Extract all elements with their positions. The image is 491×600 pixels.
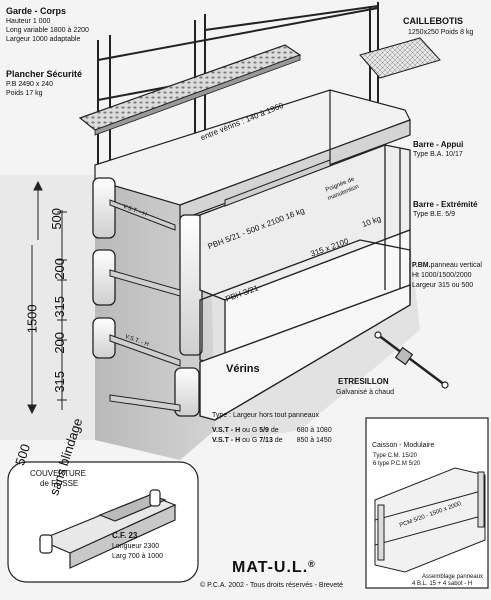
etresillon-title: ETRESILLON [338,377,389,386]
verins-row-name: V.S.T - H [212,437,241,444]
pbm-line: Ht 1000/1500/2000 [412,272,472,279]
lower-panel [199,283,411,421]
grating [359,37,441,79]
safety-plank [78,44,302,136]
brand-logo: MAT-U.L.® [232,559,316,577]
etresillon-line: Galvanisé à chaud [336,389,394,396]
caisson-line: Type C.M. 15/20 [373,453,418,459]
dim-200: 200 [52,257,68,280]
garde-corps-line: Largeur 1000 adaptable [6,36,81,43]
caisson-line: 6 type P.C.M 5/20 [373,461,421,467]
verins-row-code: 5/9 [259,427,269,434]
brand-name: MAT-U.L. [232,559,309,576]
pbm-line: Largeur 315 ou 500 [412,282,474,289]
plancher-line: Poids 17 kg [6,90,43,97]
verins-row-mid: ou G [240,427,260,434]
garde-corps-line: Hauteur 1 000 [6,18,51,25]
verins-row-de: de [268,427,279,434]
barre-extremite-title: Barre - Extrémité [413,200,478,209]
barre-appui-title: Barre - Appui [413,140,464,149]
barre-extremite-line: Type B.E. 5/9 [413,211,456,218]
assemblage-line: 4 B.L. 15 + 4 sabot - H [412,581,473,587]
caillebotis-line: 1250x250 Poids 8 kg [408,29,474,36]
verins-row-code: 7/13 [259,437,273,444]
pbm-line: panneau vertical [430,262,482,269]
caisson-drawing [374,467,486,573]
cf23-line: Larg 700 à 1000 [112,553,163,560]
barre-appui-line: Type B.A. 10/17 [413,151,463,158]
verins-row: V.S.T - H ou G 7/13 de 850 à 1450 [212,437,332,444]
verins-type-line: Type : Largeur hors tout panneaux [212,412,320,419]
dim-315: 315 [52,295,68,318]
struts [109,159,331,412]
garde-corps-line: Long variable 1800 à 2200 [6,27,89,34]
dim-500: 500 [49,207,65,230]
verins-row-de: de [272,437,283,444]
caillebotis-title: CAILLEBOTIS [403,16,463,26]
dim-315: 315 [52,370,68,393]
assemblage-line: Assemblage panneaux [422,574,484,580]
brand-reg: ® [308,559,316,569]
dim-200: 200 [52,331,68,354]
verins-row-range: 680 à 1080 [296,427,332,434]
garde-corps-title: Garde - Corps [6,6,67,16]
verins-row-name: V.S.T - H [212,427,241,434]
dim-1500: 1500 [24,304,40,334]
trench-cover-drawing [38,489,177,569]
couverture-line: COUVERTURE [30,469,86,478]
verins-row: V.S.T - H ou G 5/9 de 680 à 1080 [212,427,332,434]
dimension-lines [27,180,67,415]
copyright-line: © P.C.A. 2002 - Tous droits réservés - B… [200,582,344,589]
pbm-title: P.BM. [412,262,431,269]
couverture-line: de FOSSE [40,479,79,488]
left-panels [92,177,203,417]
caisson-title: Caisson - Modulaire [372,442,435,449]
right-panels [199,144,411,366]
cf23-title: C.F. 23 [112,531,138,540]
etresillon-part [374,331,449,389]
verins-row-mid: ou G [240,437,260,444]
verins-row-range: 850 à 1450 [296,437,332,444]
plancher-title: Plancher Sécurité [6,69,83,79]
verins-title: Vérins [226,363,260,375]
plancher-line: P.B 2490 x 240 [6,81,53,88]
cf23-line: Longueur 2300 [112,543,160,550]
